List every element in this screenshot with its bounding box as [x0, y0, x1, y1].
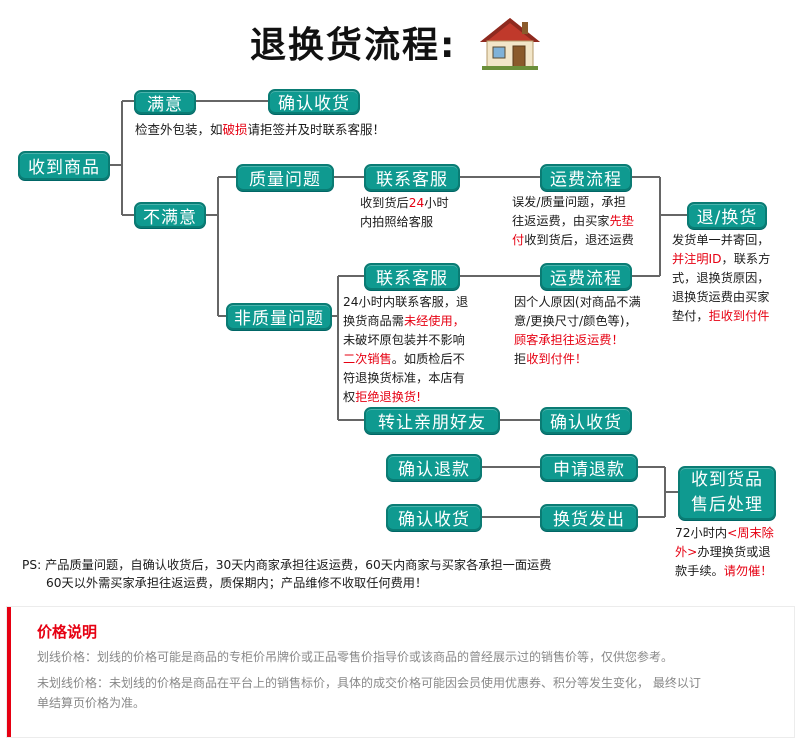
price-explanation-panel: 价格说明 划线价格：划线的价格可能是商品的专柜价吊牌价或正品零售价指导价或该商品… — [6, 606, 795, 738]
exchange-shipped-node: 换货发出 — [540, 504, 638, 531]
confirm-receipt-node-2: 确认收货 — [540, 407, 632, 434]
freight-flow-node-2: 运费流程 — [540, 263, 632, 290]
freight-flow-note-2: 因个人原因(对商品不满 意/更换尺寸/颜色等)， 顾客承担往返运费！ 拒收到付件… — [514, 293, 641, 369]
price-line-3: 单结算页价格为准。 — [37, 693, 777, 713]
satisfied-node: 满意 — [134, 90, 196, 114]
ps-note: PS: 产品质量问题，自确认收货后，30天内商家承担往返运费，60天内商家与买家… — [22, 556, 551, 592]
after-sale-node: 收到货品 售后处理 — [678, 466, 776, 520]
ps-line-2: 60天以外需买家承担往返运费，质保期内；产品维修不收取任何费用！ — [22, 574, 551, 592]
receive-goods-node: 收到商品 — [18, 151, 110, 180]
unsatisfied-node: 不满意 — [134, 202, 206, 228]
confirm-refund-node: 确认退款 — [386, 454, 482, 481]
freight-flow-note: 误发/质量问题，承担 往返运费，由买家先垫 付收到货后，退还运费 — [512, 193, 634, 250]
apply-refund-node: 申请退款 — [540, 454, 638, 481]
satisfied-note: 检查外包装，如破损请拒签并及时联系客服！ — [135, 120, 385, 139]
contact-service-note-2: 24小时内联系客服，退 换货商品需未经使用， 未破坏原包装并不影响 二次销售。如… — [343, 293, 468, 407]
price-line-1: 划线价格：划线的价格可能是商品的专柜价吊牌价或正品零售价指导价或该商品的曾经展示… — [37, 647, 777, 667]
confirm-receipt-node-3: 确认收货 — [386, 504, 482, 531]
freight-flow-node: 运费流程 — [540, 164, 632, 191]
confirm-receipt-node: 确认收货 — [268, 89, 360, 114]
gift-to-friends-node: 转让亲朋好友 — [364, 407, 500, 434]
return-exchange-flowchart: 退换货流程: — [0, 0, 799, 600]
contact-service-node: 联系客服 — [364, 164, 460, 191]
price-line-2: 未划线价格：未划线的价格是商品在平台上的销售标价，具体的成交价格可能因会员使用优… — [37, 673, 777, 693]
ps-line-1: PS: 产品质量问题，自确认收货后，30天内商家承担往返运费，60天内商家与买家… — [22, 556, 551, 574]
after-sale-line-1: 收到货品 — [691, 468, 763, 493]
contact-service-note: 收到货后24小时 内拍照给客服 — [360, 194, 449, 232]
return-exchange-node: 退/换货 — [687, 202, 767, 229]
price-title: 价格说明 — [37, 621, 97, 642]
non-quality-node: 非质量问题 — [226, 303, 332, 330]
footer-strip — [0, 738, 799, 753]
return-exchange-note: 发货单一并寄回， 并注明ID，联系方 式，退换货原因， 退换货运费由买家 垫付，… — [672, 231, 770, 326]
accent-bar — [7, 607, 11, 737]
after-sale-line-2: 售后处理 — [691, 493, 763, 518]
after-sale-note: 72小时内<周末除 外>办理换货或退 款手续。请勿催！ — [675, 524, 774, 581]
contact-service-node-2: 联系客服 — [364, 263, 460, 290]
quality-issue-node: 质量问题 — [236, 164, 334, 191]
